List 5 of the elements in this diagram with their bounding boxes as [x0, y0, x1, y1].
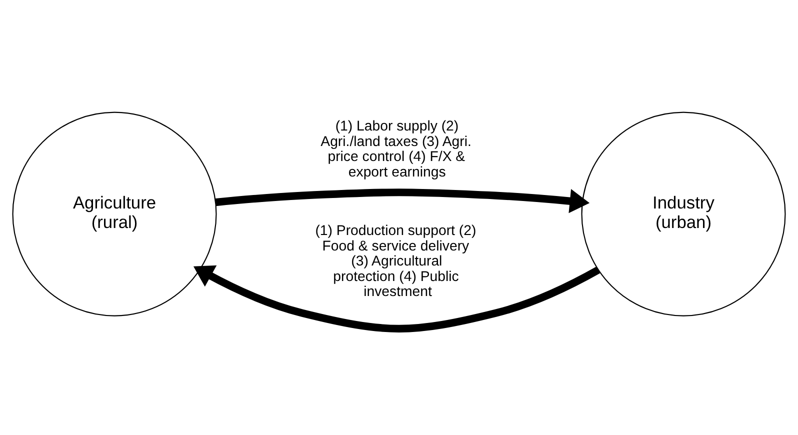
node-circle: Industry (urban)	[581, 112, 786, 316]
edge-label: (1) Labor supply (2) Agri./land taxes (3) Agri. price control (4) F/X & export earnings	[320, 118, 472, 180]
arrow	[215, 188, 590, 214]
edge-label: (1) Production support (2) Food & service delivery (3) Agricultural protection (4) Public investment	[315, 222, 476, 300]
arrow	[193, 265, 600, 332]
